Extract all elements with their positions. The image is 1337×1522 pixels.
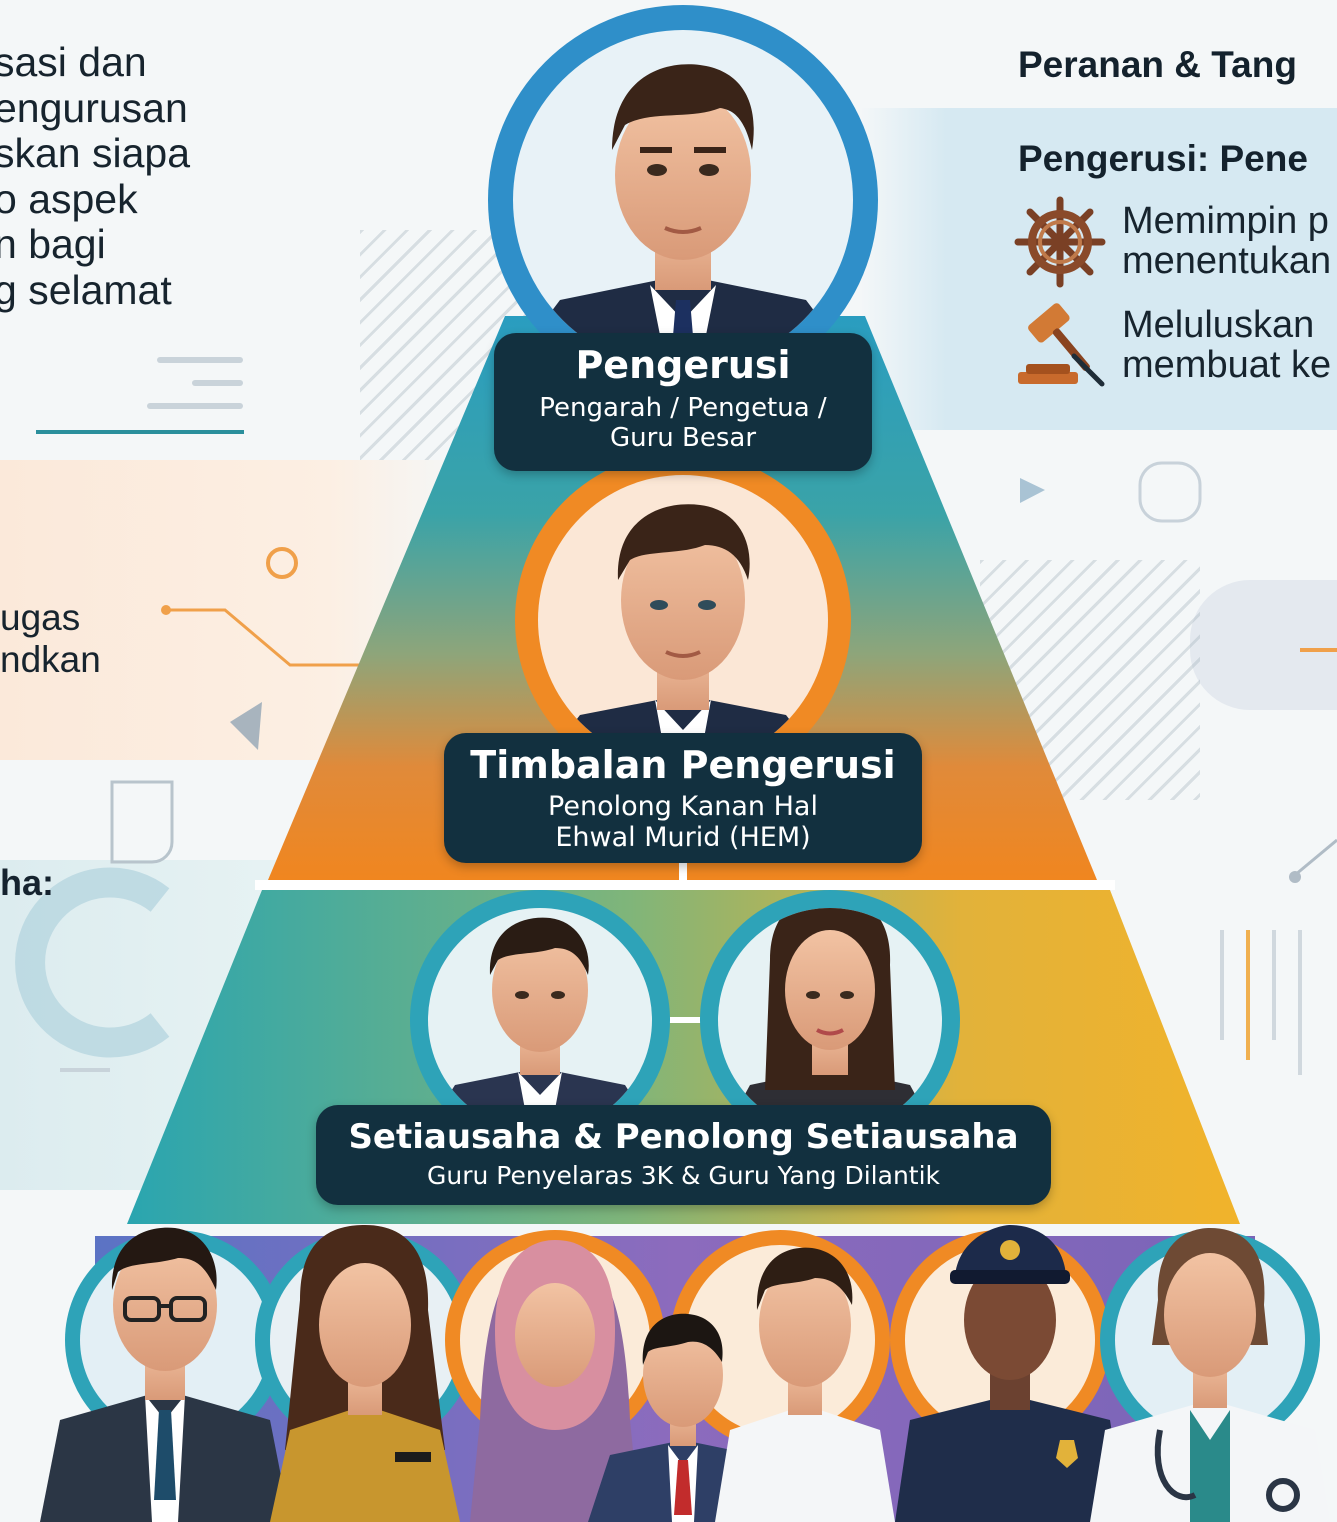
role-item-line: Meluluskan <box>1122 304 1315 346</box>
teacher-female-figure <box>270 1225 460 1522</box>
section-label: ha: <box>0 862 54 903</box>
chair-title: Pengerusi <box>575 343 791 387</box>
secretary-subtitle: Guru Penyelaras 3K & Guru Yang Dilantik <box>426 1161 941 1190</box>
intro-line: o aspek <box>0 175 138 222</box>
deputy-chair-subtitle: Ehwal Murid (HEM) <box>555 822 811 853</box>
chair-subtitle: Pengarah / Pengetua / <box>539 393 827 423</box>
background-blue-band <box>860 108 1337 430</box>
secretary-label: Setiausaha & Penolong Setiausaha Guru Pe… <box>316 1105 1051 1205</box>
teacher-hijab-figure <box>470 1240 640 1522</box>
roles-heading: Peranan & Tang <box>1018 44 1297 85</box>
ship-wheel-icon <box>1014 196 1106 292</box>
intro-line: skan siapa <box>0 130 191 176</box>
deputy-chair-label: Timbalan Pengerusi Penolong Kanan Hal Eh… <box>444 733 922 863</box>
role-item-line: menentukan <box>1122 240 1332 282</box>
police-officer-figure <box>895 1225 1125 1522</box>
secretary-portrait <box>410 890 670 1150</box>
intro-line: g selamat <box>0 266 172 313</box>
role-item-line: membuat ke <box>1122 344 1332 386</box>
duty-line: ugas <box>0 597 81 638</box>
intro-paragraph: sasi dan engurusan skan siapa o aspek n … <box>0 39 324 313</box>
staff-male-figure <box>715 1247 895 1522</box>
chair-role-heading: Pengerusi: Pene <box>1018 138 1308 179</box>
doctor-figure <box>1090 1228 1330 1522</box>
secretary-title: Setiausaha & Penolong Setiausaha <box>348 1117 1019 1157</box>
role-item-line: Memimpin p <box>1122 200 1329 242</box>
chair-label: Pengerusi Pengarah / Pengetua / Guru Bes… <box>494 333 872 471</box>
intro-line: engurusan <box>0 84 188 131</box>
deputy-chair-portrait <box>515 452 851 788</box>
intro-line: n bagi <box>0 221 106 267</box>
intro-line: sasi dan <box>0 39 147 85</box>
background-grey-pill <box>1190 580 1337 710</box>
deputy-chair-title: Timbalan Pengerusi <box>470 743 896 787</box>
chair-portrait <box>488 5 878 395</box>
assistant-secretary-portrait <box>700 890 960 1150</box>
gavel-icon <box>1012 300 1108 396</box>
chair-subtitle: Guru Besar <box>609 423 757 453</box>
deputy-chair-subtitle: Penolong Kanan Hal <box>548 791 818 822</box>
duty-line: ndkan <box>0 639 101 680</box>
teacher-male-figure <box>40 1227 290 1522</box>
